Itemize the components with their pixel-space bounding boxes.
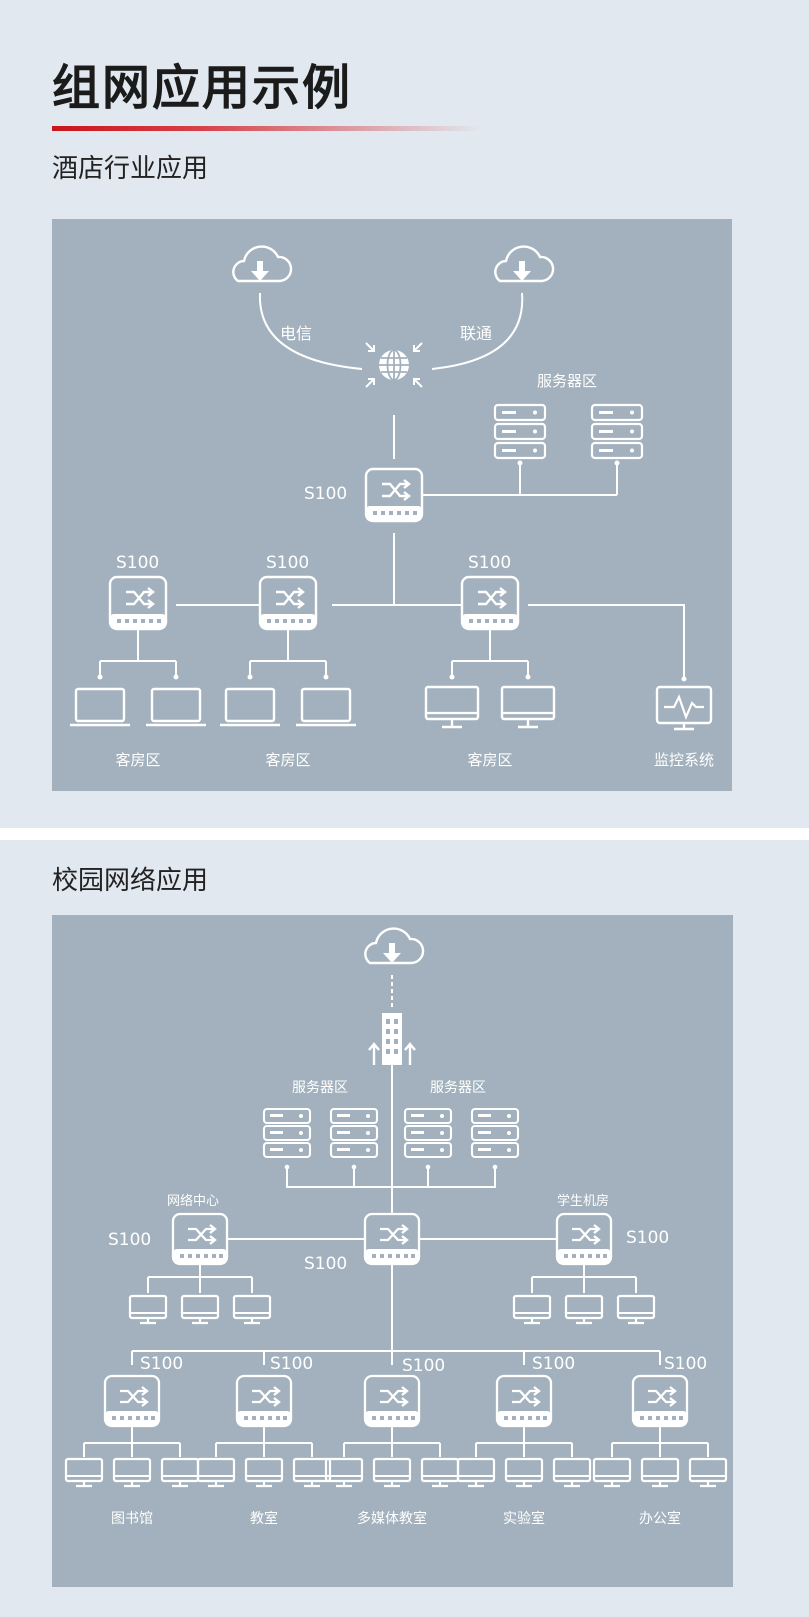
campus-diagram-panel: 服务器区 服务器区 网络中心 学生机房 S100 S100 S100 S100 … (52, 915, 733, 1587)
isp-label-left: 电信 (280, 324, 312, 343)
zone-label-a: 客房区 (115, 751, 160, 769)
server-icon (262, 1107, 312, 1159)
hotel-network-diagram: 电信 联通 服务器区 S100 S100 S100 S100 (68, 245, 714, 769)
switch-icon (460, 575, 520, 631)
monitor-icon (500, 685, 556, 729)
zone-label-c: 客房区 (467, 751, 512, 769)
pc-icon (232, 1294, 272, 1325)
laptop-icon (144, 687, 208, 727)
cloud-download-icon (232, 245, 293, 283)
monitor-icon (424, 685, 480, 729)
campus-section-title: 校园网络应用 (52, 866, 209, 896)
zone-label-office: 办公室 (639, 1510, 681, 1527)
pc-icon (128, 1294, 168, 1325)
left-switch-label: S100 (108, 1230, 151, 1250)
internet-globe-icon (365, 342, 423, 388)
pc-group-classroom (196, 1457, 332, 1488)
zone-label-b: 客房区 (265, 751, 310, 769)
student-lab-label: 学生机房 (557, 1193, 609, 1209)
switch-icon (495, 1374, 553, 1428)
laptop-icon (218, 687, 282, 727)
switch-label-a: S100 (116, 553, 159, 573)
laptop-icon (68, 687, 132, 727)
core-switch-label: S100 (304, 1254, 347, 1274)
pc-group-multimedia (324, 1457, 460, 1488)
laptop-icon (294, 687, 358, 727)
pc-group-lab (456, 1457, 592, 1488)
right-switch-label: S100 (626, 1228, 669, 1248)
access-switch-label: S100 (402, 1356, 445, 1376)
server-area-right-label: 服务器区 (430, 1080, 486, 1096)
title-underline (52, 126, 482, 131)
pc-icon (180, 1294, 220, 1325)
zone-label-classroom: 教室 (250, 1510, 278, 1527)
monitor-system-label: 监控系统 (654, 751, 714, 769)
switch-icon (631, 1374, 689, 1428)
switch-label-c: S100 (468, 553, 511, 573)
building-icon (368, 1013, 416, 1065)
zone-label-lab: 实验室 (503, 1510, 545, 1527)
monitoring-screen-icon (655, 685, 713, 731)
page-title: 组网应用示例 (52, 60, 353, 116)
campus-links (83, 1065, 709, 1457)
access-switch-label: S100 (140, 1354, 183, 1374)
pc-group-office (592, 1457, 728, 1488)
switch-icon (108, 575, 168, 631)
switch-icon (258, 575, 318, 631)
cloud-download-icon (494, 245, 555, 283)
server-icon (329, 1107, 379, 1159)
cloud-download-icon (364, 927, 425, 965)
switch-icon (235, 1374, 293, 1428)
campus-network-diagram: 服务器区 服务器区 网络中心 学生机房 S100 S100 S100 S100 … (64, 927, 728, 1527)
switch-icon (171, 1212, 229, 1266)
switch-icon (363, 1212, 421, 1266)
switch-icon (555, 1212, 613, 1266)
server-icon (493, 403, 547, 460)
zone-label-multimedia: 多媒体教室 (357, 1510, 427, 1527)
server-icon (470, 1107, 520, 1159)
isp-label-right: 联通 (460, 324, 492, 343)
hotel-section-title: 酒店行业应用 (52, 154, 209, 184)
server-icon (590, 403, 644, 460)
network-center-label: 网络中心 (167, 1193, 219, 1209)
server-area-left-label: 服务器区 (292, 1080, 348, 1096)
server-icon (403, 1107, 453, 1159)
pc-icon (512, 1294, 552, 1325)
access-switch-label: S100 (664, 1354, 707, 1374)
access-switch-label: S100 (532, 1354, 575, 1374)
access-switch-label: S100 (270, 1354, 313, 1374)
switch-icon (364, 467, 424, 523)
core-switch-label: S100 (304, 484, 347, 504)
switch-icon (363, 1374, 421, 1428)
server-area-label: 服务器区 (537, 372, 597, 390)
pc-icon (564, 1294, 604, 1325)
pc-group-library (64, 1457, 200, 1488)
zone-label-library: 图书馆 (111, 1511, 153, 1527)
section-divider (0, 828, 809, 840)
switch-label-b: S100 (266, 553, 309, 573)
hotel-diagram-panel: 电信 联通 服务器区 S100 S100 S100 S100 (52, 219, 732, 791)
hotel-links (99, 415, 685, 679)
pc-icon (616, 1294, 656, 1325)
switch-icon (103, 1374, 161, 1428)
